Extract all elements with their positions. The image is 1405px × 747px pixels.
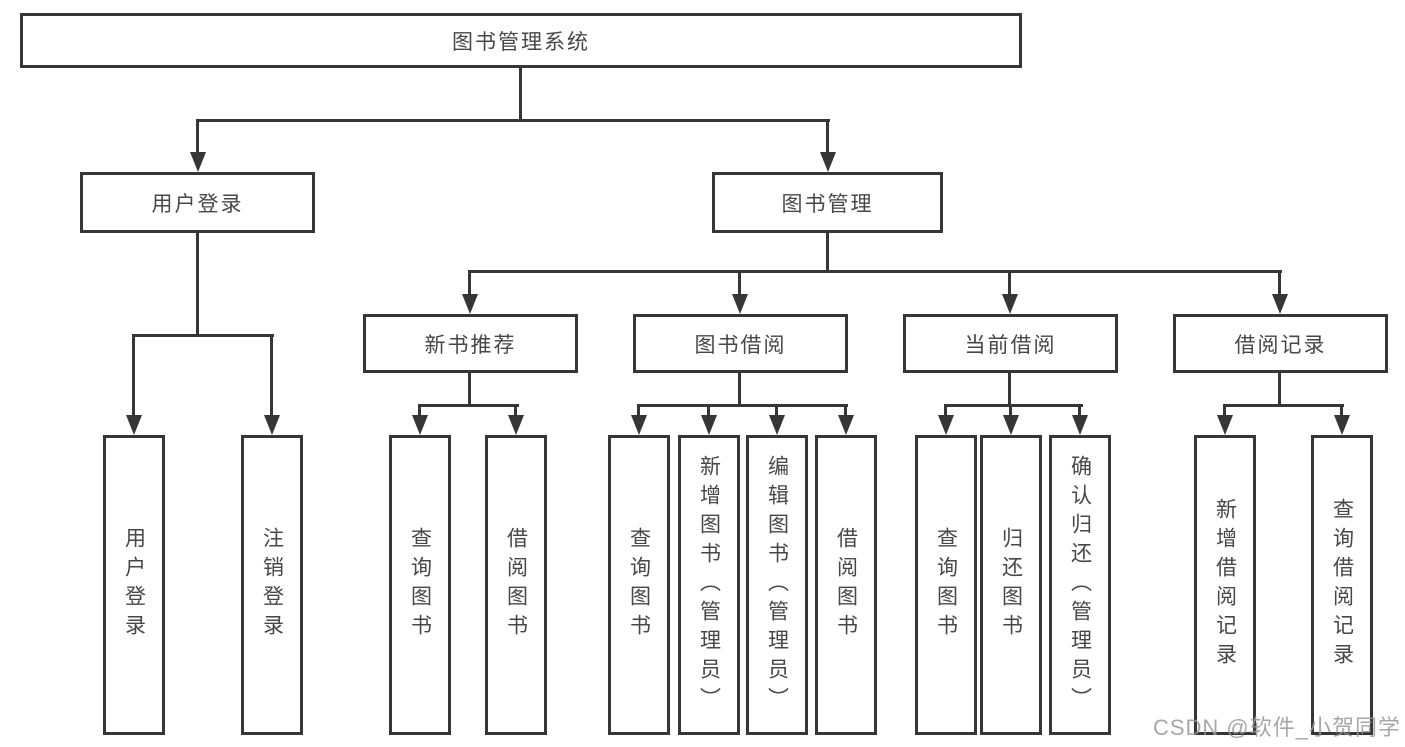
node-label: 归还图书 bbox=[999, 527, 1023, 643]
arrow-down-icon bbox=[1002, 294, 1018, 314]
arrow-down-icon bbox=[820, 152, 836, 172]
arrow-down-icon bbox=[508, 415, 524, 435]
node-label: 用户登录 bbox=[122, 527, 146, 643]
node-label: 查询图书 bbox=[408, 527, 432, 643]
node-leaf-edit-books-admin: 编辑图书（管理员） bbox=[746, 435, 808, 735]
connector-line bbox=[1340, 404, 1343, 418]
connector-line bbox=[418, 404, 421, 418]
node-label: 注销登录 bbox=[260, 527, 284, 643]
connector-line bbox=[132, 334, 135, 418]
node-leaf-add-borrow-record: 新增借阅记录 bbox=[1194, 435, 1256, 735]
node-user-login: 用户登录 bbox=[80, 172, 315, 233]
arrow-down-icon bbox=[190, 152, 206, 172]
connector-line bbox=[270, 334, 273, 418]
node-borrowing-records: 借阅记录 bbox=[1173, 314, 1388, 373]
connector-line bbox=[637, 404, 640, 418]
connector-line bbox=[637, 404, 848, 407]
connector-line bbox=[196, 119, 830, 122]
node-label: 借阅记录 bbox=[1234, 333, 1327, 357]
node-label: 查询图书 bbox=[627, 527, 651, 643]
connector-line bbox=[468, 270, 471, 298]
node-leaf-query-books-borrowing: 查询图书 bbox=[608, 435, 670, 735]
arrow-down-icon bbox=[838, 415, 854, 435]
connector-line bbox=[738, 270, 741, 298]
node-label: 图书管理系统 bbox=[452, 30, 590, 54]
node-leaf-borrow-books-recommend: 借阅图书 bbox=[485, 435, 547, 735]
node-new-book-recommend: 新书推荐 bbox=[363, 314, 578, 373]
node-leaf-user-login: 用户登录 bbox=[103, 435, 165, 735]
connector-line bbox=[1009, 404, 1012, 418]
connector-line bbox=[1278, 371, 1281, 407]
connector-line bbox=[418, 404, 519, 407]
arrow-down-icon bbox=[1334, 415, 1350, 435]
node-book-management-system: 图书管理系统 bbox=[20, 13, 1022, 68]
node-label: 新增图书（管理员） bbox=[697, 454, 721, 716]
connector-line bbox=[775, 404, 778, 418]
arrow-down-icon bbox=[938, 415, 954, 435]
arrow-down-icon bbox=[1072, 415, 1088, 435]
node-leaf-query-books-current: 查询图书 bbox=[915, 435, 977, 735]
connector-line bbox=[1078, 404, 1081, 418]
node-book-management: 图书管理 bbox=[712, 172, 943, 233]
node-leaf-borrow-books: 借阅图书 bbox=[815, 435, 877, 735]
node-label: 图书管理 bbox=[781, 192, 874, 216]
connector-line bbox=[944, 404, 947, 418]
arrow-down-icon bbox=[462, 294, 478, 314]
node-leaf-logout: 注销登录 bbox=[241, 435, 303, 735]
connector-line bbox=[1008, 270, 1011, 298]
connector-line bbox=[133, 334, 274, 337]
arrow-down-icon bbox=[1272, 294, 1288, 314]
node-current-borrowing: 当前借阅 bbox=[903, 314, 1118, 373]
connector-line bbox=[514, 404, 517, 418]
connector-line bbox=[844, 404, 847, 418]
connector-line bbox=[707, 404, 710, 418]
node-label: 图书借阅 bbox=[694, 333, 787, 357]
arrow-down-icon bbox=[1217, 415, 1233, 435]
connector-line bbox=[738, 371, 741, 407]
node-label: 查询借阅记录 bbox=[1330, 498, 1354, 672]
arrow-down-icon bbox=[1003, 415, 1019, 435]
node-label: 新书推荐 bbox=[424, 333, 517, 357]
arrow-down-icon bbox=[732, 294, 748, 314]
connector-line bbox=[1223, 404, 1344, 407]
connector-line bbox=[1008, 371, 1011, 407]
node-label: 确认归还（管理员） bbox=[1068, 454, 1092, 716]
connector-line bbox=[826, 231, 829, 273]
csdn-watermark: CSDN @软件_小贺同学 bbox=[1152, 715, 1401, 740]
node-book-borrowing: 图书借阅 bbox=[633, 314, 848, 373]
arrow-down-icon bbox=[769, 415, 785, 435]
arrow-down-icon bbox=[412, 415, 428, 435]
connector-line bbox=[196, 119, 199, 156]
node-label: 编辑图书（管理员） bbox=[765, 454, 789, 716]
node-leaf-confirm-return-admin: 确认归还（管理员） bbox=[1049, 435, 1111, 735]
node-label: 当前借阅 bbox=[964, 333, 1057, 357]
connector-line bbox=[519, 66, 522, 121]
node-leaf-return-books: 归还图书 bbox=[980, 435, 1042, 735]
node-label: 用户登录 bbox=[151, 192, 244, 216]
node-leaf-query-borrow-record: 查询借阅记录 bbox=[1311, 435, 1373, 735]
node-label: 新增借阅记录 bbox=[1213, 498, 1237, 672]
node-label: 借阅图书 bbox=[504, 527, 528, 643]
arrow-down-icon bbox=[264, 415, 280, 435]
connector-line bbox=[1223, 404, 1226, 418]
connector-line bbox=[468, 270, 1282, 273]
node-leaf-query-books-recommend: 查询图书 bbox=[389, 435, 451, 735]
connector-line bbox=[944, 404, 1083, 407]
connector-line bbox=[826, 119, 829, 156]
arrow-down-icon bbox=[126, 415, 142, 435]
node-label: 查询图书 bbox=[934, 527, 958, 643]
node-label: 借阅图书 bbox=[834, 527, 858, 643]
connector-line bbox=[196, 231, 199, 337]
node-leaf-add-books-admin: 新增图书（管理员） bbox=[678, 435, 740, 735]
arrow-down-icon bbox=[701, 415, 717, 435]
arrow-down-icon bbox=[631, 415, 647, 435]
connector-line bbox=[1278, 270, 1281, 298]
connector-line bbox=[468, 371, 471, 407]
